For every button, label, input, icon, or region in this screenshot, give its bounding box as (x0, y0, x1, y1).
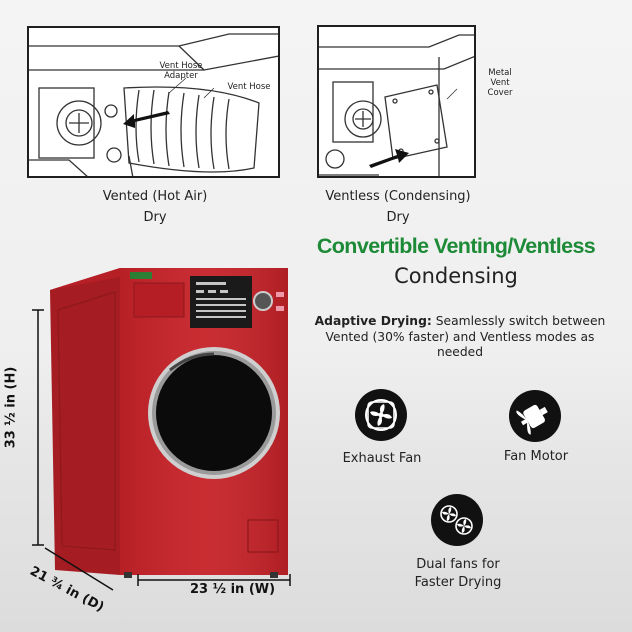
fan-motor-icon (509, 390, 561, 442)
vented-diagram: Vent Hose Adapter Vent Hose (27, 26, 280, 178)
vented-dryer-illustration (29, 33, 278, 176)
width-dimension-label: 23 ½ in (W) (190, 582, 276, 597)
ventless-caption-line2: Dry (386, 210, 410, 225)
ventless-dryer-illustration (319, 34, 474, 176)
adaptive-drying-description: Adaptive Drying: Seamlessly switch betwe… (308, 314, 612, 361)
headline-subtitle: Condensing (394, 264, 518, 288)
dual-fans-icon (431, 494, 483, 546)
dual-fans-label: Dual fans for Faster Drying (414, 557, 502, 590)
height-dimension-label: 33 ½ in (H) (3, 366, 19, 449)
exhaust-fan-label: Exhaust Fan (342, 451, 422, 466)
vent-hose-adapter-label: Vent Hose Adapter (159, 61, 203, 81)
metal-vent-cover-label: Metal Vent Cover (487, 68, 513, 98)
vent-hose-label: Vent Hose (227, 82, 271, 92)
washer-dryer-image (32, 268, 291, 591)
exhaust-fan-icon (355, 389, 407, 441)
ventless-diagram (317, 25, 476, 178)
vented-caption-line2: Dry (143, 210, 167, 225)
fan-motor-label: Fan Motor (503, 449, 569, 464)
ventless-caption-line1: Ventless (Condensing) (325, 189, 471, 204)
description-text: Seamlessly switch between Vented (30% fa… (325, 314, 606, 359)
description-bold: Adaptive Drying: (314, 314, 432, 328)
vented-caption: Vented (Hot Air) Dry (70, 186, 240, 228)
vented-caption-line1: Vented (Hot Air) (102, 189, 208, 204)
ventless-caption: Ventless (Condensing) Dry (308, 186, 488, 228)
headline-title: Convertible Venting/Ventless (316, 234, 596, 258)
